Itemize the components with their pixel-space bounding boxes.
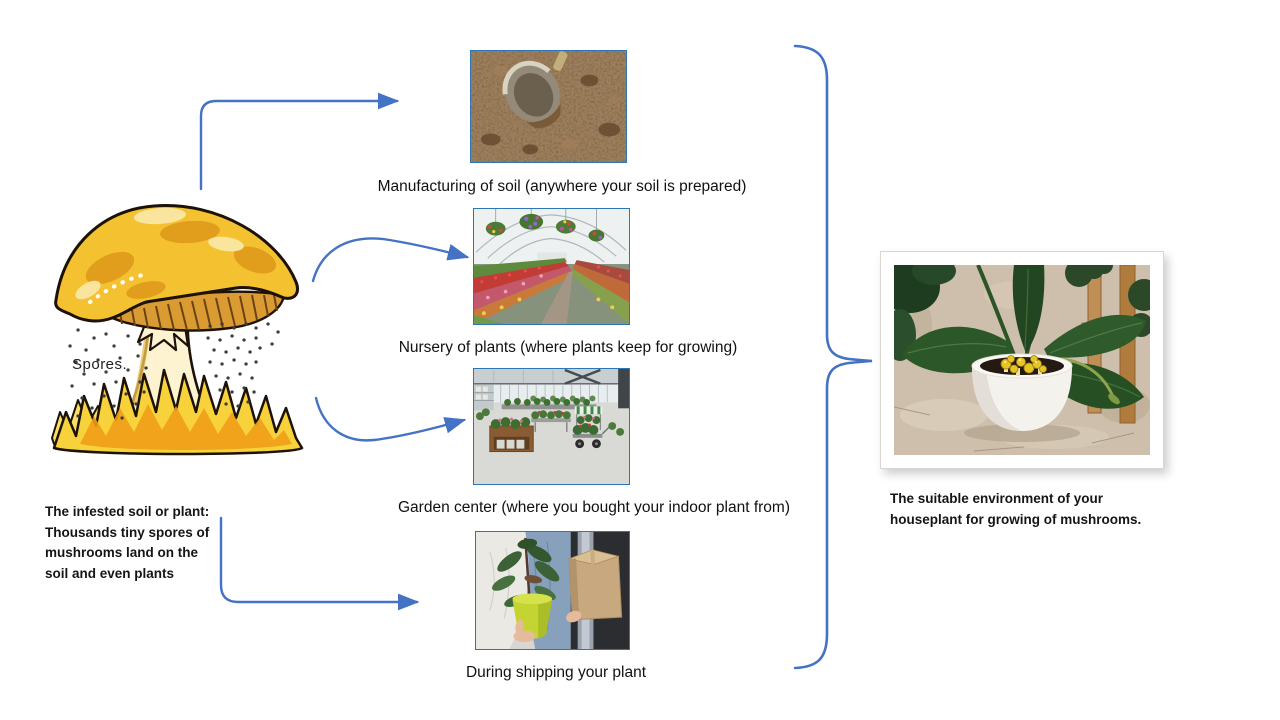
spore-dots — [68, 322, 280, 420]
houseplant-photo — [894, 265, 1150, 455]
spores-label: Spores. — [72, 356, 127, 373]
grass-tuft — [51, 368, 304, 456]
striped-canopy-icon — [574, 406, 603, 430]
arrow-to-garden-center — [314, 396, 467, 442]
shipping-caption: During shipping your plant — [465, 664, 647, 681]
soil-photo — [470, 50, 627, 163]
plant-cart-icon — [572, 423, 611, 449]
soil-scoop-icon — [502, 51, 568, 129]
result-note: The suitable environment of your housepl… — [890, 491, 1142, 527]
soil-caption: Manufacturing of soil (anywhere your soi… — [377, 178, 747, 195]
mushroom-cap — [54, 204, 299, 323]
arrow-to-shipping — [219, 516, 420, 611]
garden-center-photo — [473, 368, 630, 485]
mushroom-drawing: Spores. — [51, 204, 304, 456]
arrow-to-nursery — [311, 237, 470, 283]
nursery-caption: Nursery of plants (where plants keep for… — [398, 339, 738, 356]
cardboard-box-icon — [567, 549, 623, 621]
garden-center-caption: Garden center (where you bought your ind… — [397, 499, 791, 516]
wooden-crate-icon — [489, 417, 534, 453]
yellow-mushrooms-icon — [1000, 355, 1047, 376]
mushroom-illustration: Spores. — [50, 198, 316, 464]
infested-soil-note: The infested soil or plant: Thousands ti… — [45, 504, 210, 581]
curly-brace — [793, 44, 873, 670]
shipping-photo — [475, 531, 630, 650]
hand-under-pot — [513, 630, 536, 643]
background-foliage — [894, 265, 1150, 361]
houseplant-photo-frame — [880, 251, 1164, 469]
arrow-to-soil — [199, 92, 400, 191]
hanging-baskets-icon — [485, 209, 605, 242]
hand-on-box — [566, 610, 582, 623]
nursery-photo — [473, 208, 630, 325]
